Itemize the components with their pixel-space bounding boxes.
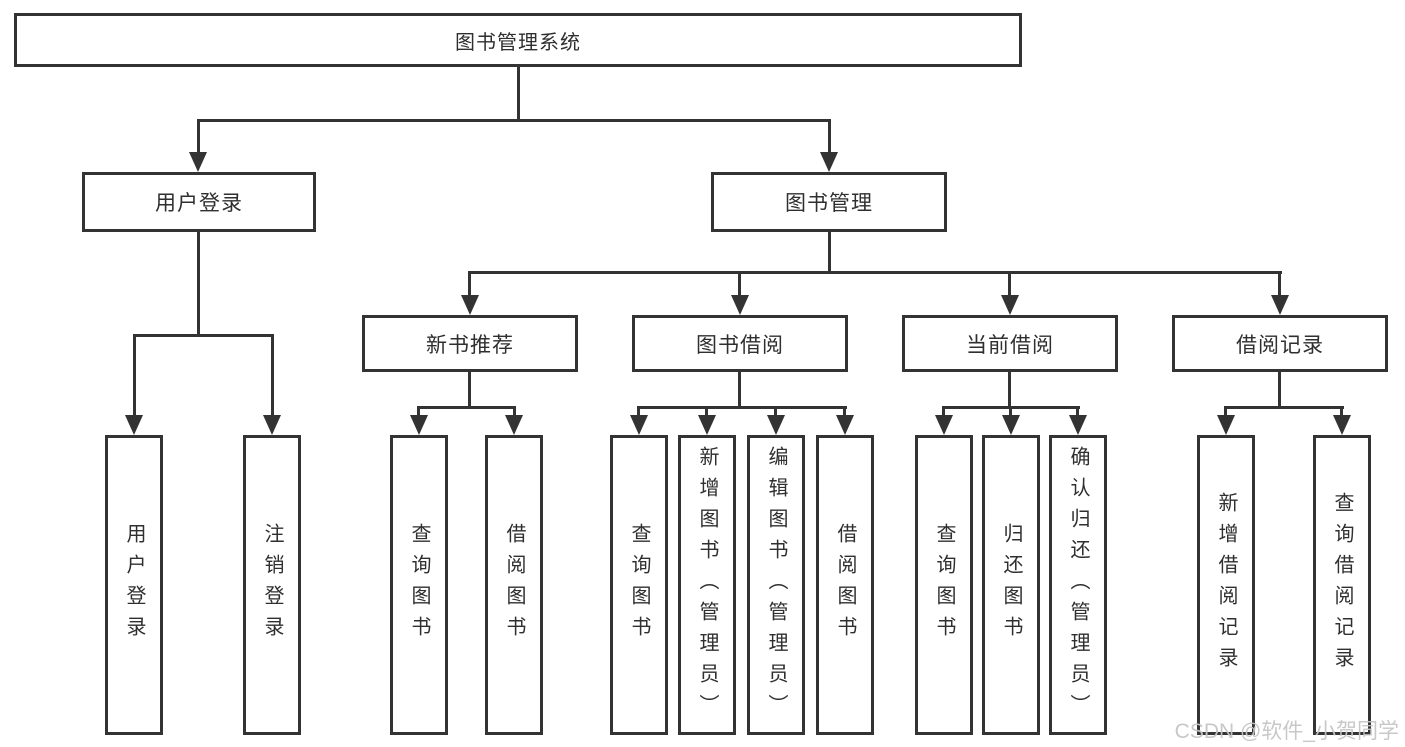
connector-line bbox=[1278, 271, 1281, 297]
arrow-down-icon bbox=[698, 415, 716, 435]
node-label: 借阅图书 bbox=[834, 523, 856, 647]
node-label: 归还图书 bbox=[1000, 523, 1022, 647]
arrow-down-icon bbox=[731, 295, 749, 315]
connector-line bbox=[942, 406, 945, 417]
node-label: 图书借阅 bbox=[696, 333, 784, 357]
leaf-newbooks-borrow-books: 借阅图书 bbox=[485, 435, 543, 735]
node-user-login: 用户登录 bbox=[82, 172, 316, 232]
connector-line bbox=[1008, 372, 1011, 409]
node-label: 查询图书 bbox=[408, 523, 430, 647]
connector-line bbox=[513, 406, 516, 417]
node-label: 借阅图书 bbox=[503, 523, 525, 647]
node-borrowing-records: 借阅记录 bbox=[1172, 315, 1388, 372]
arrow-down-icon bbox=[1217, 415, 1235, 435]
connector-line bbox=[133, 334, 274, 337]
arrow-down-icon bbox=[630, 415, 648, 435]
connector-line bbox=[1278, 372, 1281, 409]
connector-line bbox=[468, 372, 471, 409]
connector-line bbox=[637, 406, 640, 417]
arrow-down-icon bbox=[767, 415, 785, 435]
csdn-watermark: CSDN @软件_小贺同学 bbox=[1174, 720, 1399, 743]
node-new-book-recommend: 新书推荐 bbox=[362, 315, 578, 372]
leaf-newbooks-query-books: 查询图书 bbox=[390, 435, 448, 735]
connector-line bbox=[417, 406, 516, 409]
connector-line bbox=[1224, 406, 1227, 417]
arrow-down-icon bbox=[820, 152, 838, 172]
arrow-down-icon bbox=[1069, 415, 1087, 435]
connector-line bbox=[828, 232, 831, 274]
leaf-records-query-record: 查询借阅记录 bbox=[1313, 435, 1371, 735]
node-label: 编辑图书（管理员） bbox=[765, 445, 787, 725]
node-label: 新增图书（管理员） bbox=[696, 445, 718, 725]
node-label: 新增借阅记录 bbox=[1215, 492, 1237, 678]
arrow-down-icon bbox=[1001, 295, 1019, 315]
connector-line bbox=[133, 334, 136, 417]
node-label: 用户登录 bbox=[123, 523, 145, 647]
connector-line bbox=[637, 406, 847, 409]
arrow-down-icon bbox=[125, 415, 143, 435]
node-label: 查询图书 bbox=[933, 523, 955, 647]
connector-line bbox=[517, 67, 520, 122]
node-label: 查询图书 bbox=[628, 523, 650, 647]
arrow-down-icon bbox=[263, 415, 281, 435]
node-root-book-management-system: 图书管理系统 bbox=[14, 13, 1022, 67]
leaf-borrow-edit-books-admin: 编辑图书（管理员） bbox=[747, 435, 805, 735]
node-label: 用户登录 bbox=[155, 192, 243, 215]
connector-line bbox=[738, 372, 741, 409]
connector-line bbox=[705, 406, 708, 417]
leaf-user-login: 用户登录 bbox=[105, 435, 163, 735]
connector-line bbox=[271, 334, 274, 417]
connector-line bbox=[1009, 406, 1012, 417]
node-label: 图书管理系统 bbox=[455, 31, 581, 54]
node-label: 图书管理 bbox=[785, 192, 873, 215]
arrow-down-icon bbox=[935, 415, 953, 435]
node-current-borrowing: 当前借阅 bbox=[902, 315, 1118, 372]
connector-line bbox=[843, 406, 846, 417]
leaf-current-return-books: 归还图书 bbox=[982, 435, 1040, 735]
leaf-borrow-borrow-books: 借阅图书 bbox=[816, 435, 874, 735]
connector-line bbox=[828, 119, 831, 153]
node-label: 借阅记录 bbox=[1236, 333, 1324, 357]
node-book-management: 图书管理 bbox=[711, 172, 947, 232]
leaf-current-query-books: 查询图书 bbox=[915, 435, 973, 735]
connector-line bbox=[1340, 406, 1343, 417]
connector-line bbox=[197, 119, 200, 153]
connector-line bbox=[1224, 406, 1344, 409]
leaf-logout: 注销登录 bbox=[243, 435, 301, 735]
node-book-borrowing: 图书借阅 bbox=[632, 315, 848, 372]
node-label: 新书推荐 bbox=[426, 333, 514, 357]
leaf-current-confirm-return-admin: 确认归还（管理员） bbox=[1049, 435, 1107, 735]
connector-line bbox=[1008, 271, 1011, 297]
node-label: 确认归还（管理员） bbox=[1067, 445, 1089, 725]
arrow-down-icon bbox=[1271, 295, 1289, 315]
connector-line bbox=[197, 232, 200, 337]
arrow-down-icon bbox=[836, 415, 854, 435]
node-label: 当前借阅 bbox=[966, 333, 1054, 357]
leaf-borrow-query-books: 查询图书 bbox=[610, 435, 668, 735]
arrow-down-icon bbox=[1002, 415, 1020, 435]
connector-line bbox=[469, 271, 1282, 274]
connector-line bbox=[738, 271, 741, 297]
arrow-down-icon bbox=[410, 415, 428, 435]
node-label: 注销登录 bbox=[261, 523, 283, 647]
connector-line bbox=[197, 119, 831, 122]
node-label: 查询借阅记录 bbox=[1331, 492, 1353, 678]
connector-line bbox=[417, 406, 420, 417]
connector-line bbox=[468, 271, 471, 297]
leaf-records-add-record: 新增借阅记录 bbox=[1197, 435, 1255, 735]
arrow-down-icon bbox=[461, 295, 479, 315]
arrow-down-icon bbox=[1333, 415, 1351, 435]
leaf-borrow-add-books-admin: 新增图书（管理员） bbox=[678, 435, 736, 735]
arrow-down-icon bbox=[189, 152, 207, 172]
connector-line bbox=[774, 406, 777, 417]
arrow-down-icon bbox=[505, 415, 523, 435]
connector-line bbox=[1076, 406, 1079, 417]
